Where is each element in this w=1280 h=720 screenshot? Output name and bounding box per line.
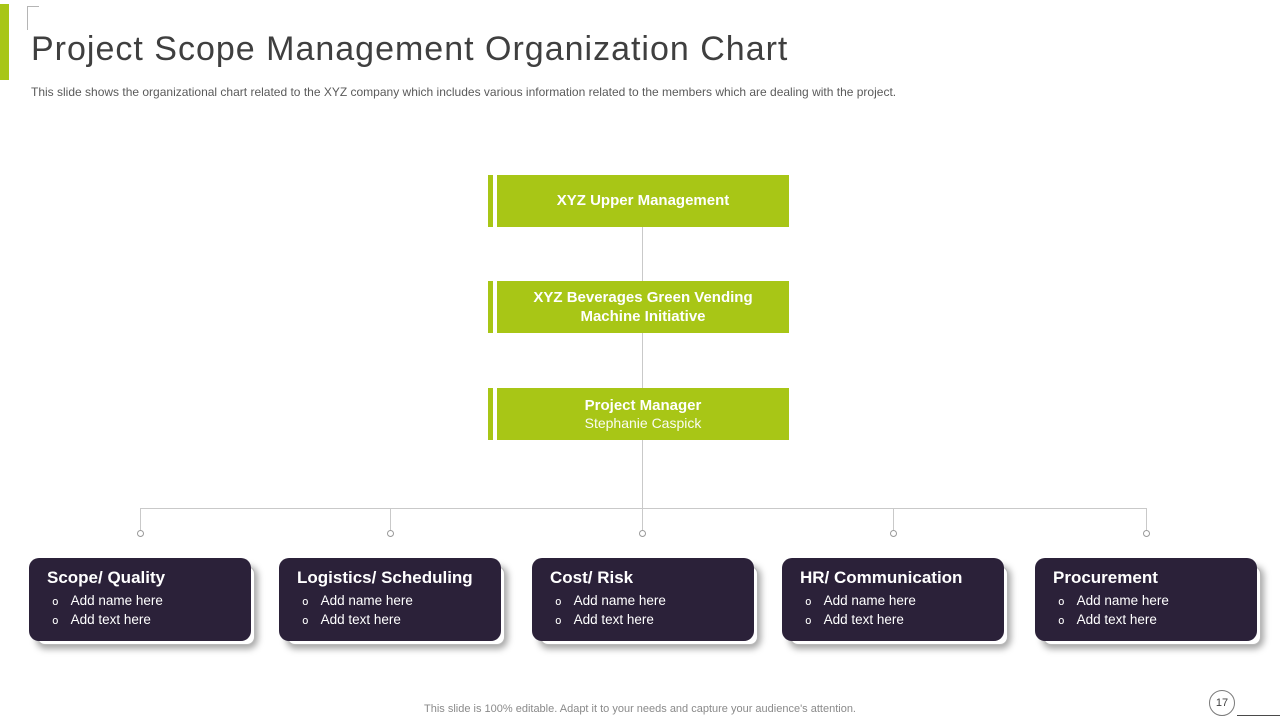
bullet-marker: o — [805, 595, 812, 608]
child-bullet: o Add text here — [47, 612, 243, 627]
bullet-marker: o — [555, 614, 562, 627]
child-card-title: Procurement — [1053, 568, 1158, 587]
connector-stub — [1146, 508, 1147, 530]
org-node-title: Project Manager — [584, 396, 702, 414]
bullet-marker: o — [555, 595, 562, 608]
bottom-right-decoration-line — [1237, 715, 1280, 716]
connector-stub — [893, 508, 894, 530]
connector-vertical — [642, 440, 643, 508]
child-bullet: o Add name here — [1053, 593, 1249, 608]
bullet-text: Add name here — [320, 593, 413, 608]
child-bullet: o Add text here — [800, 612, 996, 627]
slide-footer-note: This slide is 100% editable. Adapt it to… — [424, 703, 856, 715]
bullet-text: Add text here — [823, 612, 904, 627]
bullet-text: Add text here — [320, 612, 401, 627]
org-node-initiative: XYZ Beverages Green Vending Machine Init… — [497, 281, 789, 333]
child-card-title: Scope/ Quality — [47, 568, 166, 587]
org-node-person-name: Stephanie Caspick — [584, 415, 702, 431]
org-node-project-manager: Project Manager Stephanie Caspick — [497, 388, 789, 440]
bullet-marker: o — [52, 595, 59, 608]
connector-vertical — [642, 333, 643, 388]
connector-stub — [642, 508, 643, 530]
connector-stub — [140, 508, 141, 530]
left-accent-bar — [0, 4, 9, 80]
child-bullet: o Add name here — [47, 593, 243, 608]
org-child-cost-risk: Cost/ Risk o Add name here o Add text he… — [532, 558, 754, 641]
connector-stub — [390, 508, 391, 530]
child-bullet: o Add text here — [297, 612, 493, 627]
bullet-text: Add name here — [1076, 593, 1169, 608]
child-card-title: Cost/ Risk — [550, 568, 634, 587]
bullet-text: Add name here — [573, 593, 666, 608]
child-bullet: o Add text here — [1053, 612, 1249, 627]
bullet-text: Add name here — [70, 593, 163, 608]
bullet-text: Add text here — [70, 612, 151, 627]
bullet-marker: o — [805, 614, 812, 627]
connector-node-dot — [387, 530, 394, 537]
slide-title: Project Scope Management Organization Ch… — [31, 30, 789, 68]
child-bullet: o Add text here — [550, 612, 746, 627]
connector-node-dot — [890, 530, 897, 537]
bullet-marker: o — [302, 614, 309, 627]
node-accent-bar — [488, 388, 493, 440]
org-node-upper-management: XYZ Upper Management — [497, 175, 789, 227]
title-corner-decoration — [27, 6, 39, 30]
connector-node-dot — [639, 530, 646, 537]
connector-vertical — [642, 227, 643, 281]
page-number-badge: 17 — [1209, 690, 1235, 716]
child-bullet: o Add name here — [550, 593, 746, 608]
bullet-marker: o — [1058, 614, 1065, 627]
connector-node-dot — [1143, 530, 1150, 537]
bullet-marker: o — [52, 614, 59, 627]
bullet-text: Add text here — [1076, 612, 1157, 627]
org-child-logistics-scheduling: Logistics/ Scheduling o Add name here o … — [279, 558, 501, 641]
org-child-procurement: Procurement o Add name here o Add text h… — [1035, 558, 1257, 641]
node-accent-bar — [488, 175, 493, 227]
bullet-marker: o — [302, 595, 309, 608]
child-card-title: Logistics/ Scheduling — [297, 568, 473, 587]
slide-subtitle: This slide shows the organizational char… — [31, 85, 897, 99]
child-bullet: o Add name here — [297, 593, 493, 608]
org-child-hr-communication: HR/ Communication o Add name here o Add … — [782, 558, 1004, 641]
connector-horizontal — [140, 508, 1146, 509]
bullet-text: Add name here — [823, 593, 916, 608]
child-card-title: HR/ Communication — [800, 568, 963, 587]
org-node-title: XYZ Beverages Green Vending Machine Init… — [533, 288, 753, 326]
node-accent-bar — [488, 281, 493, 333]
connector-node-dot — [137, 530, 144, 537]
bullet-text: Add text here — [573, 612, 654, 627]
bullet-marker: o — [1058, 595, 1065, 608]
org-node-title: XYZ Upper Management — [556, 192, 730, 210]
org-child-scope-quality: Scope/ Quality o Add name here o Add tex… — [29, 558, 251, 641]
child-bullet: o Add name here — [800, 593, 996, 608]
